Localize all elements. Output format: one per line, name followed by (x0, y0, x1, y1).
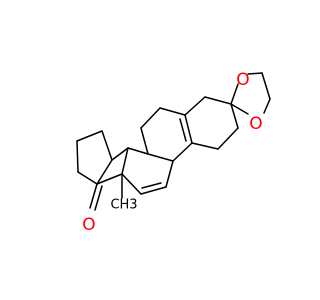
atom-labels: O O O CH3 (82, 70, 262, 235)
bond (77, 171, 98, 185)
bond (96, 159, 113, 185)
bond (121, 173, 142, 195)
bond (141, 182, 162, 189)
bond (179, 118, 187, 142)
bond (230, 83, 239, 105)
methyl-group: CH3 (110, 198, 137, 213)
bond (230, 103, 239, 129)
bond (140, 186, 167, 195)
bond (230, 103, 249, 115)
bond (94, 185, 103, 211)
bond (76, 130, 103, 142)
bond (184, 114, 193, 144)
steroid-ketal-structure: O O O CH3 (76, 70, 271, 235)
bond (217, 127, 239, 150)
ketone-oxygen: O (82, 215, 95, 235)
bond (261, 72, 271, 100)
bond (247, 72, 263, 75)
bond (184, 96, 206, 116)
bond (172, 142, 193, 162)
bond (89, 183, 98, 209)
bond (140, 127, 149, 155)
oxygen-atom: O (236, 70, 249, 90)
bond (76, 140, 79, 173)
bond (263, 98, 271, 114)
bond (204, 96, 232, 105)
bond (147, 153, 174, 162)
bond (111, 147, 129, 161)
oxygen-atom: O (249, 114, 262, 134)
bond (191, 142, 219, 150)
bond (101, 130, 113, 161)
bond (140, 107, 161, 129)
bond (127, 147, 149, 155)
bond (96, 173, 123, 185)
bond (121, 147, 129, 175)
bond (165, 160, 174, 188)
bond (159, 107, 186, 116)
molecule-canvas: O O O CH3 (76, 70, 271, 235)
bonds (76, 72, 271, 211)
